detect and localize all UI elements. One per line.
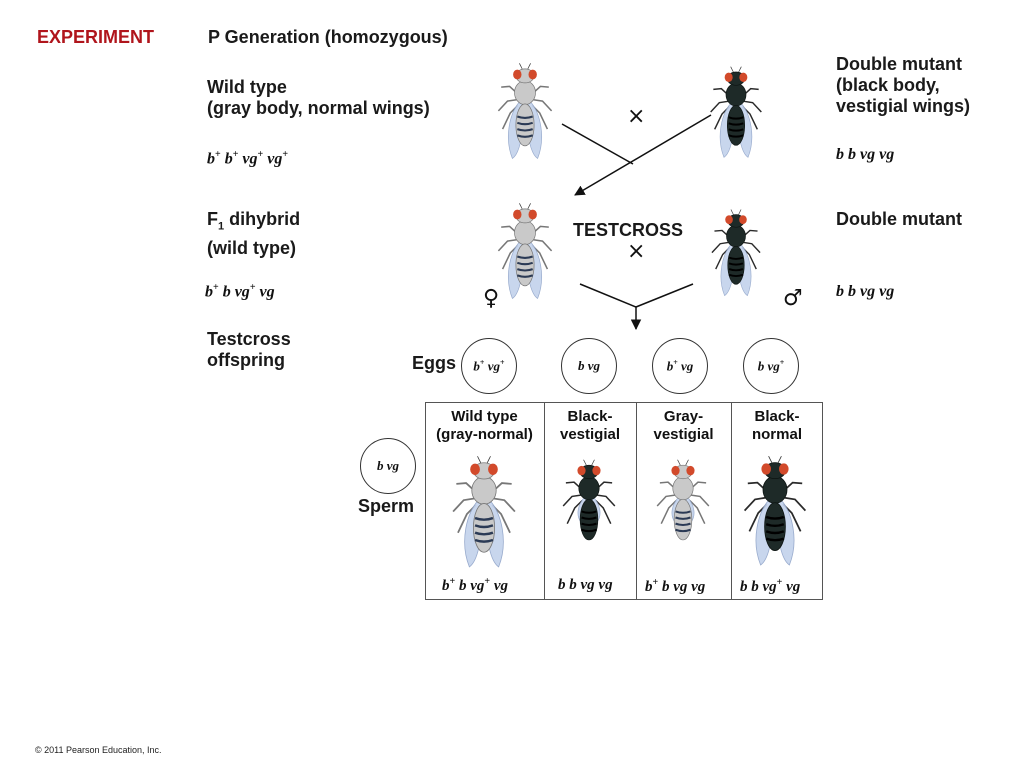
cell-1-line2: (gray-normal) bbox=[436, 426, 533, 443]
fly-double-mutant-male bbox=[711, 209, 761, 297]
fly-wild-type-p bbox=[497, 63, 553, 160]
male-symbol: ♂ bbox=[783, 286, 803, 311]
egg-3-genotype: b+ vg bbox=[666, 357, 694, 374]
double-mutant-p-genotype: b b vg vg bbox=[836, 146, 895, 163]
testcross-right-line bbox=[635, 283, 694, 308]
cell-3-line1: Gray- bbox=[663, 408, 704, 425]
cross-symbol-p: × bbox=[627, 104, 646, 129]
fly-f1-female bbox=[497, 203, 553, 300]
cell-2-genotype: b b vg vg bbox=[558, 577, 613, 593]
offspring-grid bbox=[425, 402, 823, 600]
experiment-label: EXPERIMENT bbox=[37, 27, 155, 47]
cell-2-line1: Black- bbox=[567, 408, 613, 425]
cell-2-line2: vestigial bbox=[559, 426, 621, 443]
f1-line2: (wild type) bbox=[207, 237, 296, 258]
double-mutant-line3: vestigial wings) bbox=[836, 96, 971, 116]
cell-2-label: Black- vestigial bbox=[544, 408, 636, 444]
wild-type-genotype: b+ b+ vg+ vg+ bbox=[207, 149, 289, 168]
offspring-line2: offspring bbox=[207, 350, 285, 370]
double-mutant-line2: (black body, bbox=[836, 75, 940, 95]
fly-offspring-gray-vestigial bbox=[656, 459, 710, 541]
cell-1-genotype: b+ b vg+ vg bbox=[442, 576, 508, 594]
eggs-label: Eggs bbox=[412, 353, 457, 373]
cell-1-line1: Wild type bbox=[451, 408, 518, 425]
arrow-left-line bbox=[561, 123, 634, 165]
cell-4-line1: Black- bbox=[754, 408, 800, 425]
cell-3-label: Gray- vestigial bbox=[636, 408, 731, 444]
cell-4-genotype: b b vg+ vg bbox=[740, 577, 801, 595]
double-mutant-line1: Double mutant bbox=[836, 54, 962, 74]
wild-type-line1: Wild type bbox=[207, 77, 287, 97]
egg-4-genotype: b vg+ bbox=[757, 357, 785, 374]
double-mutant-f1-label: Double mutant bbox=[836, 209, 962, 229]
sperm-circle: b vg bbox=[360, 438, 416, 494]
egg-2-genotype: b vg bbox=[577, 358, 601, 373]
copyright: © 2011 Pearson Education, Inc. bbox=[35, 745, 162, 755]
grid-divider-2 bbox=[636, 402, 637, 600]
egg-4: b vg+ bbox=[743, 338, 799, 394]
wild-type-label: Wild type (gray body, normal wings) bbox=[207, 77, 430, 119]
fly-offspring-black-vestigial bbox=[562, 459, 616, 541]
cell-4-line2: normal bbox=[751, 426, 802, 443]
testcross-label: TESTCROSS bbox=[573, 220, 684, 240]
grid-divider-3 bbox=[731, 402, 732, 600]
egg-3: b+ vg bbox=[652, 338, 708, 394]
cross-symbol-testcross: × bbox=[627, 239, 646, 264]
fly-offspring-wild-type bbox=[452, 456, 516, 568]
testcross-left-line bbox=[579, 283, 637, 308]
cell-4-label: Black- normal bbox=[731, 408, 823, 444]
grid-divider-1 bbox=[544, 402, 545, 600]
sperm-genotype: b vg bbox=[376, 458, 400, 473]
f1-line1: F1 dihybrid bbox=[207, 209, 301, 233]
egg-1: b+ vg+ bbox=[461, 338, 517, 394]
double-mutant-f1-genotype: b b vg vg bbox=[836, 283, 895, 300]
p-generation-title: P Generation (homozygous) bbox=[208, 27, 448, 47]
f1-genotype: b+ b vg+ vg bbox=[205, 282, 275, 301]
double-mutant-p-label: Double mutant (black body, vestigial win… bbox=[836, 54, 970, 117]
female-symbol: ♀ bbox=[483, 286, 500, 311]
offspring-line1: Testcross bbox=[207, 329, 291, 349]
cell-3-line2: vestigial bbox=[653, 426, 714, 443]
fly-offspring-black-normal bbox=[743, 456, 807, 566]
arrow-to-f1 bbox=[574, 114, 712, 196]
cell-1-label: Wild type (gray-normal) bbox=[425, 408, 544, 444]
offspring-label: Testcross offspring bbox=[207, 329, 291, 371]
wild-type-line2: (gray body, normal wings) bbox=[207, 98, 430, 118]
fly-double-mutant-p bbox=[710, 66, 762, 158]
f1-label: F1 dihybrid (wild type) bbox=[207, 209, 300, 259]
cell-3-genotype: b+ b vg vg bbox=[645, 577, 706, 595]
egg-2: b vg bbox=[561, 338, 617, 394]
sperm-label: Sperm bbox=[358, 496, 415, 516]
egg-1-genotype: b+ vg+ bbox=[473, 357, 505, 374]
